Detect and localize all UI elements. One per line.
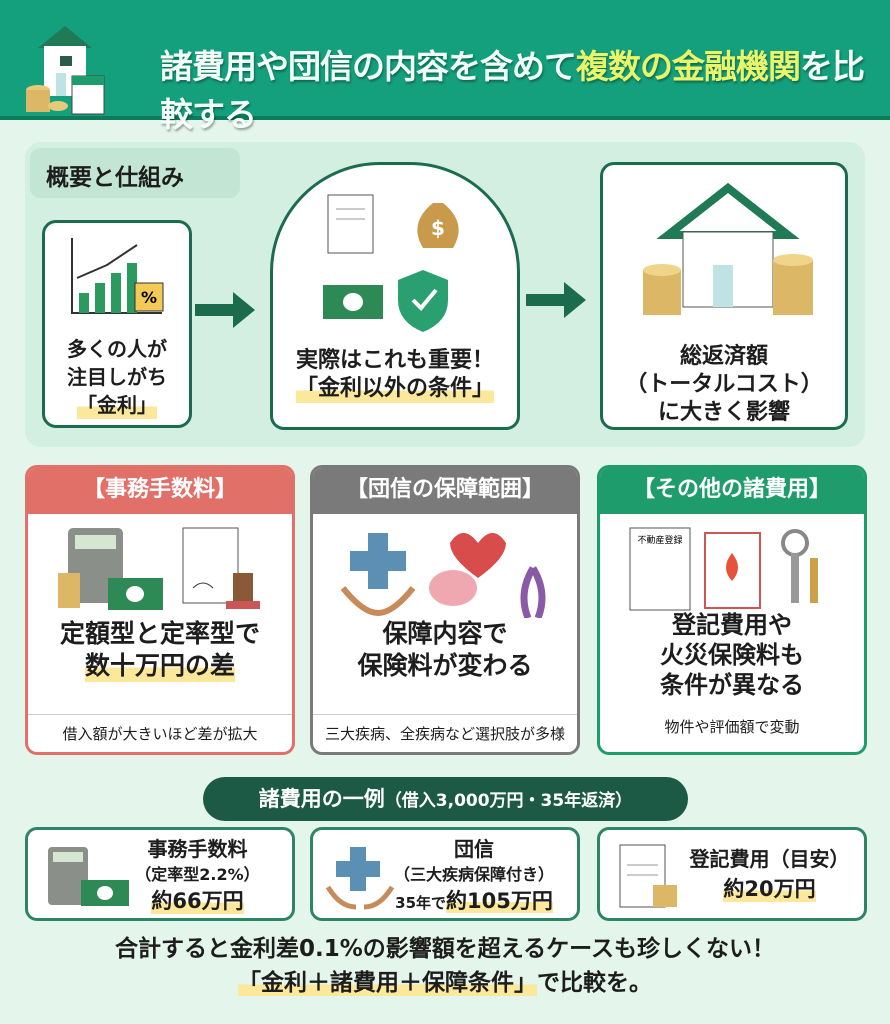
example-admin-fee: 事務手数料 （定率型2.2%） 約66万円 <box>25 827 295 921</box>
step2-line1: 実際はこれも重要！ <box>295 348 494 373</box>
feature-note: 物件や評価額で変動 <box>664 718 800 736</box>
feature-line3: 条件が異なる <box>660 671 804 699</box>
example-insurance: 団信 （三大疾病保障付き） 35年で約105万円 <box>310 827 580 921</box>
step1-line2: 注目しがち <box>67 365 167 389</box>
title-highlight: 複数の金融機関 <box>576 47 801 86</box>
feature-note: 三大疾病、全疾病など選択肢が多様 <box>313 714 577 744</box>
calculator-contract-stamp-icon <box>58 527 260 610</box>
title-text-end: を比較する <box>160 47 865 134</box>
footer-highlight: 「金利＋諸費用＋保障条件」 <box>238 970 537 996</box>
footer-summary: 合計すると金利差0.1%の影響額を超えるケースも珍しくない！ 「金利＋諸費用＋保… <box>0 932 890 1000</box>
example-name: 登記費用（目安） <box>689 847 850 871</box>
feature-line2: 数十万円の差 <box>84 650 235 682</box>
medical-cross-hands-icon <box>325 847 395 910</box>
feature-line1: 登記費用や <box>672 611 792 639</box>
example-detail: （三大疾病保障付き） <box>393 865 554 884</box>
medical-cross-brain-heart-ribbon-icon <box>340 533 546 618</box>
document-coins-icon <box>619 844 677 908</box>
overview-label: 概要と仕組み <box>30 148 240 198</box>
arrow-right-icon <box>195 292 255 328</box>
example-detail: （定率型2.2%） <box>135 865 260 884</box>
rising-chart-percent-icon: % <box>71 238 164 314</box>
examples-title: 諸費用の一例 <box>258 787 385 811</box>
examples-heading: 諸費用の一例（借入3,000万円・35年返済） <box>203 777 688 821</box>
footer-line1: 合計すると金利差0.1%の影響額を超えるケースも珍しくない！ <box>115 936 775 962</box>
arrow-right-icon <box>526 282 586 318</box>
header-banner: 諸費用や団信の内容を含めて複数の金融機関を比較する <box>0 0 890 134</box>
step3-line3: に大きく影響 <box>657 400 790 425</box>
examples-title-note: （借入3,000万円・35年返済） <box>384 791 633 811</box>
svg-text:$: $ <box>431 216 445 240</box>
example-amount: 約20万円 <box>723 876 816 902</box>
feature-line1: 保障内容で <box>382 619 508 648</box>
feature-note: 借入額が大きいほど差が拡大 <box>28 714 292 744</box>
step3-line1: 総返済額 <box>679 344 768 369</box>
step3-line2: （トータルコスト） <box>625 372 823 397</box>
example-name: 団信 <box>454 837 494 861</box>
feature-title: 【事務手数料】 <box>28 468 292 514</box>
step1-line1: 多くの人が <box>67 337 167 361</box>
footer-line2: で比較を。 <box>537 970 652 996</box>
feature-card-admin-fee: 【事務手数料】 定額型と定率型で数十万円の差 借入額が大きいほど差が拡大 <box>25 465 295 755</box>
documents-money-shield-icon: $ <box>323 194 459 332</box>
title-text: 諸費用や団信の内容を含めて <box>160 47 577 86</box>
feature-card-insurance-coverage: 【団信の保障範囲】 保障内容で保険料が変わる 三大疾病、全疾病など選択肢が多様 <box>310 465 580 755</box>
example-amount-prefix: 35年で <box>395 894 447 912</box>
documents-fire-keys-icon: 不動産登録 <box>629 527 818 611</box>
house-calendar-coins-icon <box>26 26 105 115</box>
feature-line1: 定額型と定率型で <box>59 619 260 648</box>
step1-line3: 「金利」 <box>77 391 157 419</box>
example-registration: 登記費用（目安） 約20万円 <box>597 827 867 921</box>
feature-line2: 保険料が変わる <box>357 651 533 680</box>
step-interest-card: % 多くの人が注目しがち「金利」 <box>42 220 192 428</box>
step-conditions-card: $ 実際はこれも重要！「金利以外の条件」 <box>270 162 520 430</box>
feature-card-other-costs: 【その他の諸費用】 不動産登録 登記費用や火災保険料も条件が異なる 物件や評価額… <box>597 465 867 755</box>
feature-line2: 火災保険料も <box>660 641 804 669</box>
step-total-cost-card: 総返済額 （トータルコスト） に大きく影響 <box>600 162 848 430</box>
example-amount: 約66万円 <box>151 888 244 914</box>
feature-title: 【その他の諸費用】 <box>600 468 864 514</box>
calculator-money-icon <box>48 847 129 906</box>
house-coins-icon <box>643 182 813 315</box>
percent-label: % <box>141 288 157 307</box>
step2-line2: 「金利以外の条件」 <box>295 375 494 403</box>
document-label: 不動産登録 <box>637 534 682 546</box>
example-name: 事務手数料 <box>147 837 248 861</box>
page-title: 諸費用や団信の内容を含めて複数の金融機関を比較する <box>160 40 890 136</box>
example-amount: 約105万円 <box>446 889 553 913</box>
feature-title: 【団信の保障範囲】 <box>313 468 577 514</box>
